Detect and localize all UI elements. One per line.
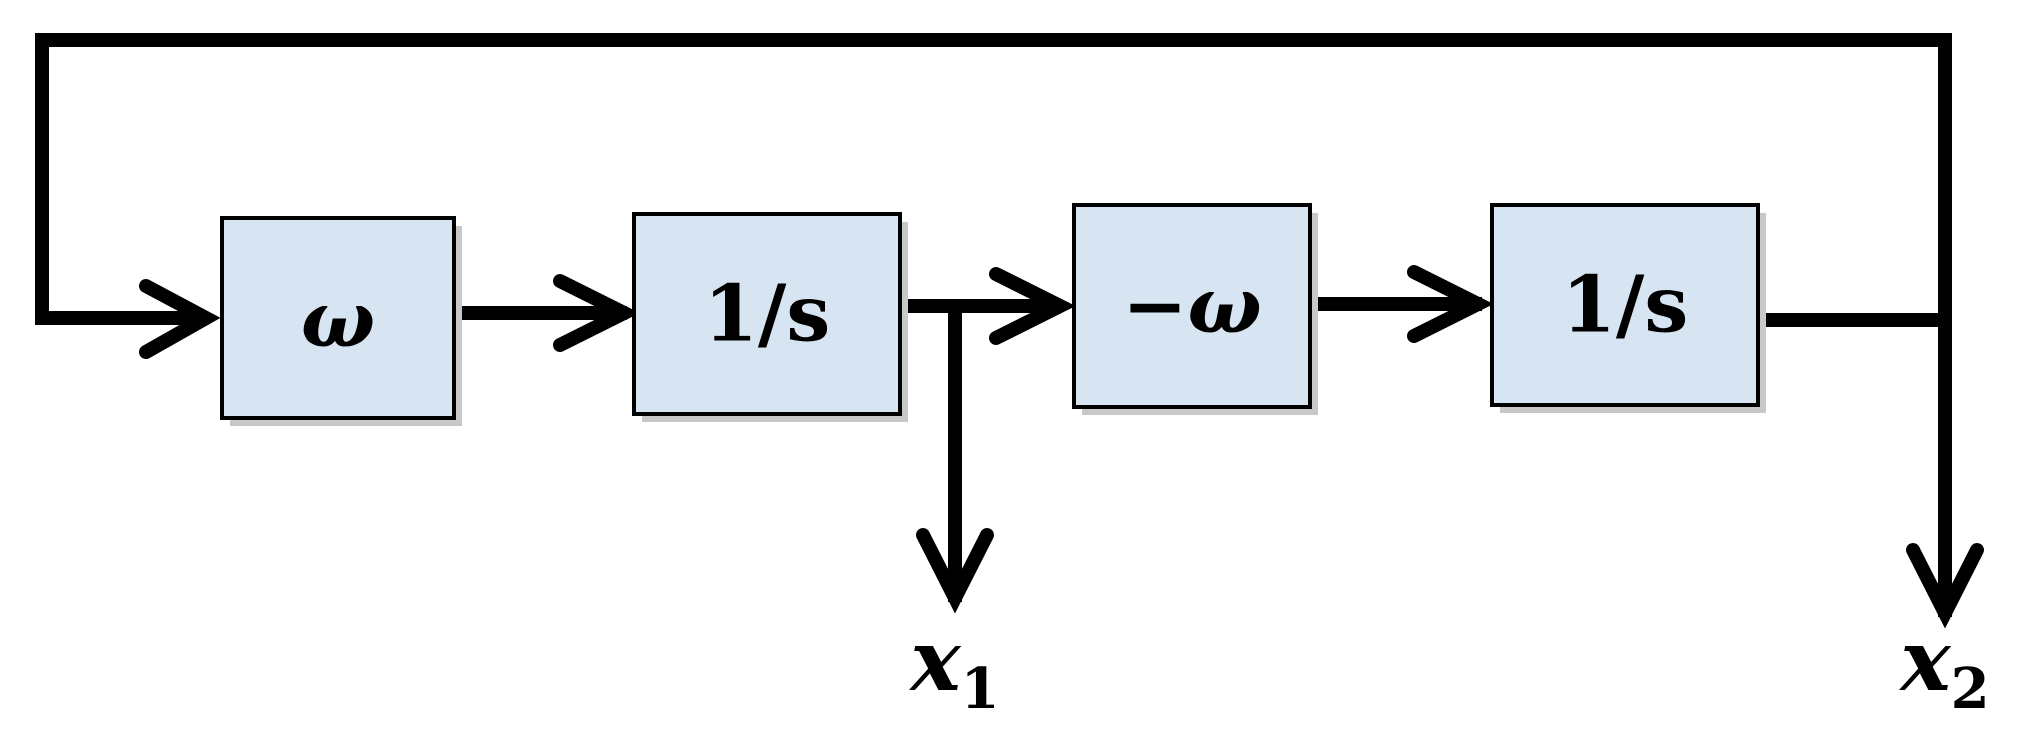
feedback-wire <box>35 33 1952 325</box>
integrator-2-label: 1/s <box>1562 260 1689 351</box>
output-x1-label: x1 <box>908 611 999 722</box>
arrow-into-omega <box>139 279 221 359</box>
gain-omega-box <box>220 216 456 420</box>
output-x2-subscript: 2 <box>1951 656 1990 722</box>
integrator-1-label: 1/s <box>704 269 831 360</box>
gain-neg-omega-block: −ω <box>1072 203 1318 415</box>
arrow-into-neg-omega <box>989 267 1076 345</box>
arrow-into-integrator1 <box>553 274 640 352</box>
output-x2-label: x2 <box>1898 611 1989 722</box>
integrator-1-block: 1/s <box>632 212 908 422</box>
output-x1-base: x <box>908 611 961 710</box>
output-x2-base: x <box>1898 611 1951 710</box>
arrow-x2-output <box>1906 543 1984 629</box>
arrow-x1-output <box>916 528 994 614</box>
gain-omega-block: ω <box>220 216 462 426</box>
gain-neg-omega-label: −ω <box>1122 261 1262 352</box>
output-x1-subscript: 1 <box>961 656 1000 722</box>
integrator-2-block: 1/s <box>1490 203 1766 413</box>
gain-omega-label: ω <box>301 275 375 366</box>
arrow-into-integrator2 <box>1407 265 1494 343</box>
integrator-2-box <box>1490 203 1760 407</box>
gain-neg-omega-box <box>1072 203 1312 409</box>
integrator-1-box <box>632 212 902 416</box>
